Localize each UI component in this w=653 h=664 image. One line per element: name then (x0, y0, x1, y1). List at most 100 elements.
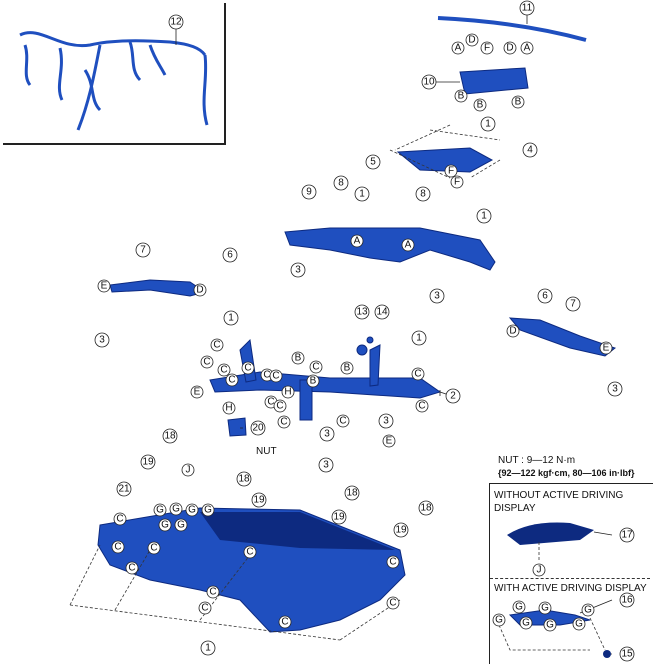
dash-trim-strip (437, 16, 587, 42)
connection-marker-circle (386, 555, 400, 569)
part-callout-circle (418, 500, 434, 516)
connection-marker-text: G (177, 520, 185, 531)
connection-marker-text: F (448, 166, 454, 177)
right-side-duct (508, 317, 617, 357)
connection-marker-circle (401, 238, 415, 252)
part-callout-text: 19 (333, 512, 345, 523)
part-callout-15: 15 (619, 646, 635, 662)
connection-marker-text: C (263, 370, 270, 381)
small-bracket (227, 417, 247, 437)
connection-marker-text: C (209, 587, 216, 598)
connection-marker-circle (158, 518, 172, 532)
part-callout-circle (476, 208, 492, 224)
part-callout-text: 3 (324, 429, 330, 440)
part-callout-3: 3 (607, 381, 623, 397)
connection-marker-H: H (222, 401, 236, 415)
part-callout-text: 19 (395, 525, 407, 536)
part-callout-text: 1 (205, 643, 211, 654)
connection-marker-text: G (188, 505, 196, 516)
part-callout-text: 17 (621, 530, 633, 541)
connection-marker-G: G (538, 601, 552, 615)
nut-15 (603, 650, 611, 658)
part-callout-21: 21 (116, 481, 132, 497)
part-callout-circle (223, 310, 239, 326)
connection-marker-text: G (546, 620, 554, 631)
part-callout-circle (318, 457, 334, 473)
connection-marker-C: C (386, 555, 400, 569)
part-callout-8: 8 (333, 175, 349, 191)
part-callout-circle (162, 428, 178, 444)
connection-marker-text: G (156, 505, 164, 516)
connection-marker-circle (97, 279, 111, 293)
connection-marker-text: A (405, 240, 412, 251)
connection-marker-G: G (519, 616, 533, 630)
connection-marker-circle (492, 613, 506, 627)
connection-marker-text: C (116, 514, 123, 525)
part-callout-1: 1 (480, 116, 496, 132)
part-callout-3: 3 (318, 457, 334, 473)
connection-marker-G: G (169, 502, 183, 516)
part-callout-7: 7 (135, 242, 151, 258)
connection-marker-B: B (340, 361, 354, 375)
variant-divider (490, 578, 650, 579)
part-callout-5: 5 (365, 154, 381, 170)
part-callout-text: 3 (323, 460, 329, 471)
part-callout-circle (619, 646, 635, 662)
part-callout-circle (116, 481, 132, 497)
connection-marker-text: C (267, 397, 274, 408)
part-callout-circle (365, 154, 381, 170)
connection-marker-circle (519, 616, 533, 630)
part-callout-18: 18 (344, 485, 360, 501)
connection-marker-circle (465, 33, 479, 47)
part-callout-circle (607, 381, 623, 397)
connection-marker-text: C (128, 563, 135, 574)
part-callout-circle (200, 640, 216, 656)
connection-marker-G: G (543, 618, 557, 632)
part-callout-circle (522, 142, 538, 158)
dashboard-guide-lines (69, 544, 401, 641)
connection-marker-circle (185, 503, 199, 517)
connection-marker-circle (210, 338, 224, 352)
connection-marker-D: D (465, 33, 479, 47)
connection-marker-text: G (172, 504, 180, 515)
connection-marker-circle (511, 95, 525, 109)
connection-marker-circle (193, 283, 207, 297)
connection-marker-text: G (541, 603, 549, 614)
connection-marker-circle (415, 399, 429, 413)
connection-marker-text: D (509, 326, 516, 337)
connection-marker-text: C (280, 417, 287, 428)
connection-marker-C: C (336, 414, 350, 428)
connection-marker-text: C (389, 598, 396, 609)
part-callout-circle (236, 471, 252, 487)
connection-marker-circle (532, 563, 546, 577)
connection-marker-circle (174, 518, 188, 532)
part-callout-circle (94, 332, 110, 348)
part-callout-19: 19 (331, 509, 347, 525)
connection-marker-circle (222, 401, 236, 415)
part-callout-text: 18 (238, 474, 250, 485)
part-callout-17: 17 (619, 527, 635, 543)
variant-with-label: WITH ACTIVE DRIVING DISPLAY (494, 583, 647, 594)
part-callout-text: 14 (376, 307, 388, 318)
part-callout-circle (354, 186, 370, 202)
part-callout-text: 19 (142, 457, 154, 468)
connection-marker-text: B (458, 91, 465, 102)
connection-marker-text: C (220, 365, 227, 376)
connection-marker-E: E (599, 341, 613, 355)
connection-marker-circle (599, 341, 613, 355)
connection-marker-circle (241, 361, 255, 375)
connection-marker-text: D (196, 285, 203, 296)
part-callout-text: 1 (228, 313, 234, 324)
connection-marker-G: G (153, 503, 167, 517)
center-duct (284, 227, 496, 271)
connection-marker-text: C (414, 369, 421, 380)
part-callout-3: 3 (290, 262, 306, 278)
connection-marker-circle (147, 541, 161, 555)
part-callout-circle (168, 14, 184, 30)
connection-marker-circle (454, 89, 468, 103)
connection-marker-text: C (389, 557, 396, 568)
part-callout-circle (374, 304, 390, 320)
part-callout-text: 16 (621, 595, 633, 606)
part-callout-circle (140, 454, 156, 470)
part-callout-19: 19 (251, 492, 267, 508)
